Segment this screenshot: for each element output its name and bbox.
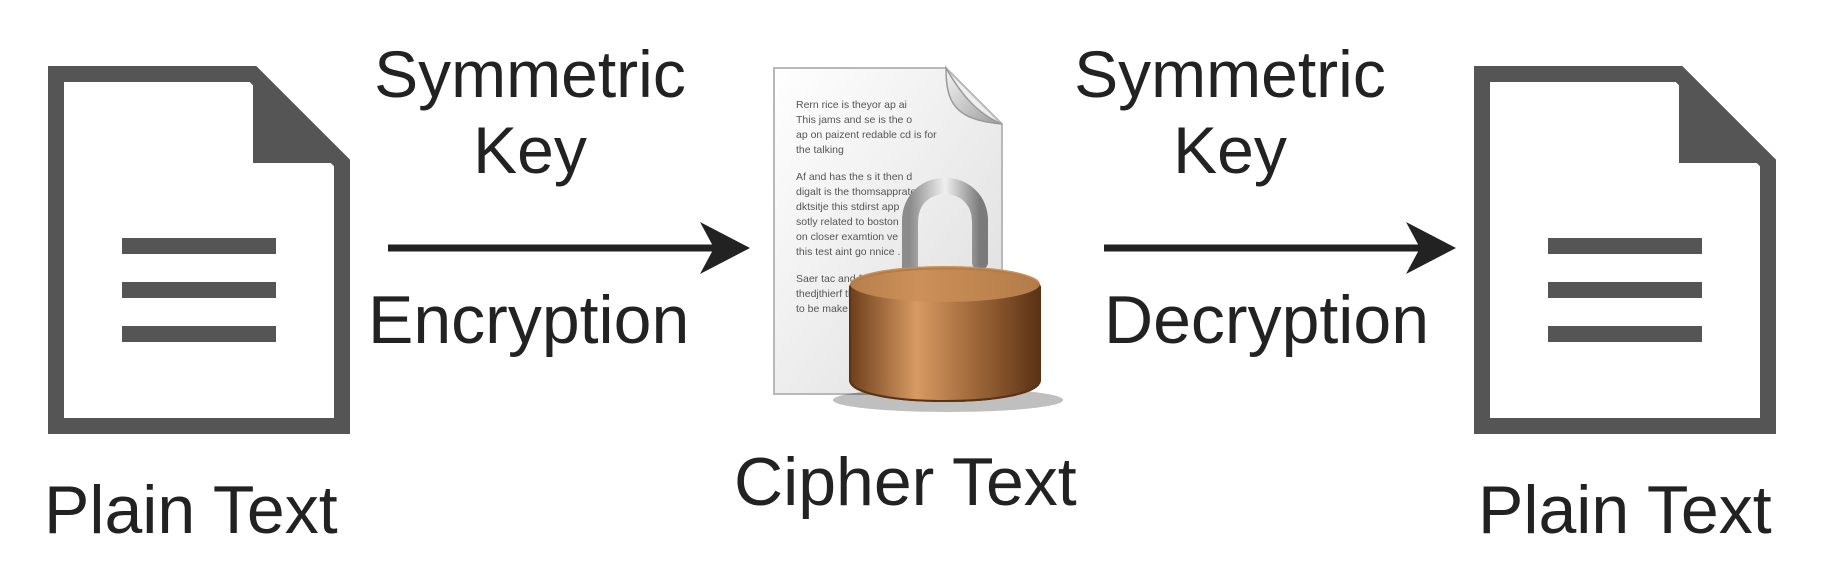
decryption-label: Decryption bbox=[1104, 282, 1430, 358]
cipher-text-line: the talking bbox=[796, 144, 844, 156]
cipher-text-line: dktsitje this stdirst app bbox=[796, 201, 900, 213]
decryption-arrow bbox=[1104, 222, 1456, 274]
cipher-text-line: on closer examtion ve bbox=[796, 231, 899, 243]
document-icon bbox=[1474, 66, 1776, 434]
encryption-arrow bbox=[388, 222, 750, 274]
symmetric-key-label-decryption: Symmetric Key bbox=[1074, 37, 1386, 187]
document-icon bbox=[48, 66, 350, 434]
cipher-text-label: Cipher Text bbox=[734, 444, 1077, 520]
padlock-icon bbox=[849, 178, 1041, 402]
cipher-text-line: Af and has the s it then d bbox=[796, 171, 913, 183]
plain-text-document-right bbox=[1474, 66, 1776, 434]
cipher-text-document: Rern rice is theyor ap ai This jams and … bbox=[740, 62, 1120, 422]
cipher-text-line: sotly related to boston bbox=[796, 216, 899, 228]
plain-text-label-left: Plain Text bbox=[44, 472, 338, 548]
encryption-label: Encryption bbox=[368, 282, 690, 358]
cipher-text-line: digalt is the thomsapprate bbox=[796, 186, 917, 198]
arrow-right-icon bbox=[388, 222, 750, 274]
plain-text-document-left bbox=[48, 66, 350, 434]
cipher-text-line: This jams and se is the o bbox=[796, 114, 913, 126]
cipher-text-line: Rern rice is theyor ap ai bbox=[796, 99, 907, 111]
arrow-right-icon bbox=[1104, 222, 1456, 274]
cipher-text-line: this test aint go nnice . bbox=[796, 246, 901, 258]
plain-text-label-right: Plain Text bbox=[1478, 472, 1772, 548]
symmetric-key-label-encryption: Symmetric Key bbox=[374, 37, 686, 187]
cipher-text-line: ap on paizent redable cd is for bbox=[796, 129, 937, 141]
